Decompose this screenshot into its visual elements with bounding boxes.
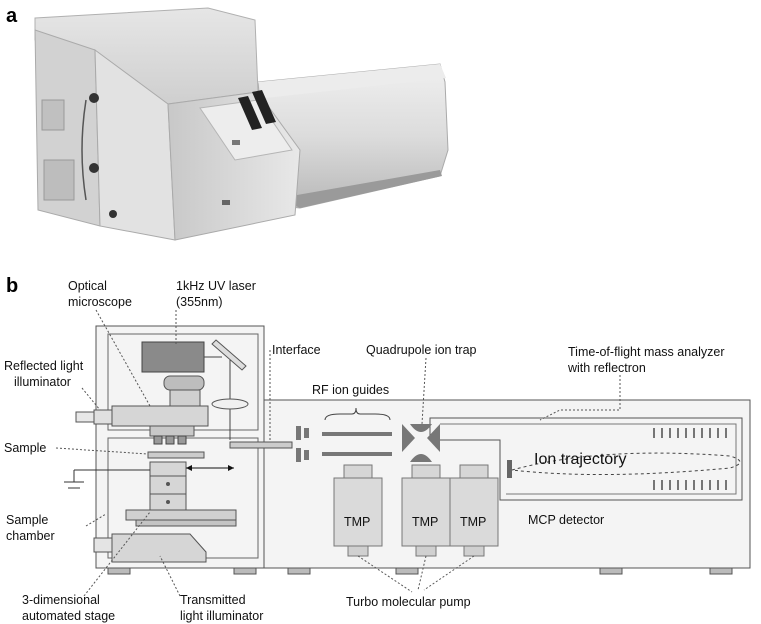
mcp-detector bbox=[507, 460, 512, 478]
ground-symbol bbox=[64, 469, 150, 489]
label-tmp-1: TMP bbox=[344, 515, 370, 529]
label-sample: Sample bbox=[4, 441, 46, 455]
instrument-feet bbox=[107, 567, 733, 575]
panel-b-label: b bbox=[6, 275, 18, 297]
label-optical-2: microscope bbox=[68, 295, 132, 309]
focusing-lens bbox=[211, 398, 249, 410]
label-reflected-1: Reflected light bbox=[4, 359, 84, 373]
label-laser-1: 1kHz UV laser bbox=[176, 279, 256, 293]
instrument-photo bbox=[34, 7, 449, 241]
label-tmp-2: TMP bbox=[412, 515, 438, 529]
label-quadrupole: Quadrupole ion trap bbox=[366, 343, 477, 357]
tmp-2 bbox=[401, 464, 451, 557]
panel-a-label: a bbox=[6, 5, 18, 27]
label-tof-1: Time-of-flight mass analyzer bbox=[568, 345, 725, 359]
interface-rod bbox=[229, 441, 293, 449]
label-transmitted-1: Transmitted bbox=[180, 593, 246, 607]
rf-ion-guides bbox=[296, 407, 392, 462]
microscope bbox=[75, 375, 209, 445]
label-optical-1: Optical bbox=[68, 279, 107, 293]
sample-stage bbox=[125, 451, 237, 527]
label-tmp-3: TMP bbox=[460, 515, 486, 529]
label-interface: Interface bbox=[272, 343, 321, 357]
label-transmitted-2: light illuminator bbox=[180, 609, 263, 623]
tmp-3 bbox=[449, 464, 499, 557]
quadrupole-ion-trap bbox=[402, 424, 440, 462]
label-reflected-2: illuminator bbox=[14, 375, 71, 389]
label-rf-guides: RF ion guides bbox=[312, 383, 389, 397]
label-chamber-2: chamber bbox=[6, 529, 55, 543]
uv-laser-box bbox=[141, 341, 205, 373]
reflectron bbox=[653, 428, 727, 490]
tmp-1 bbox=[333, 464, 383, 557]
transmitted-illuminator bbox=[111, 533, 207, 563]
label-ion-trajectory: Ion trajectory bbox=[534, 451, 626, 468]
label-stage-2: automated stage bbox=[22, 609, 115, 623]
label-turbo: Turbo molecular pump bbox=[346, 595, 471, 609]
ion-trajectory-path bbox=[511, 452, 741, 476]
laser-mirror bbox=[211, 339, 247, 371]
label-stage-1: 3-dimensional bbox=[22, 593, 100, 607]
label-mcp: MCP detector bbox=[528, 513, 604, 527]
label-tof-2: with reflectron bbox=[567, 361, 646, 375]
label-chamber-1: Sample bbox=[6, 513, 48, 527]
label-laser-2: (355nm) bbox=[176, 295, 223, 309]
leader-lines bbox=[55, 309, 621, 597]
